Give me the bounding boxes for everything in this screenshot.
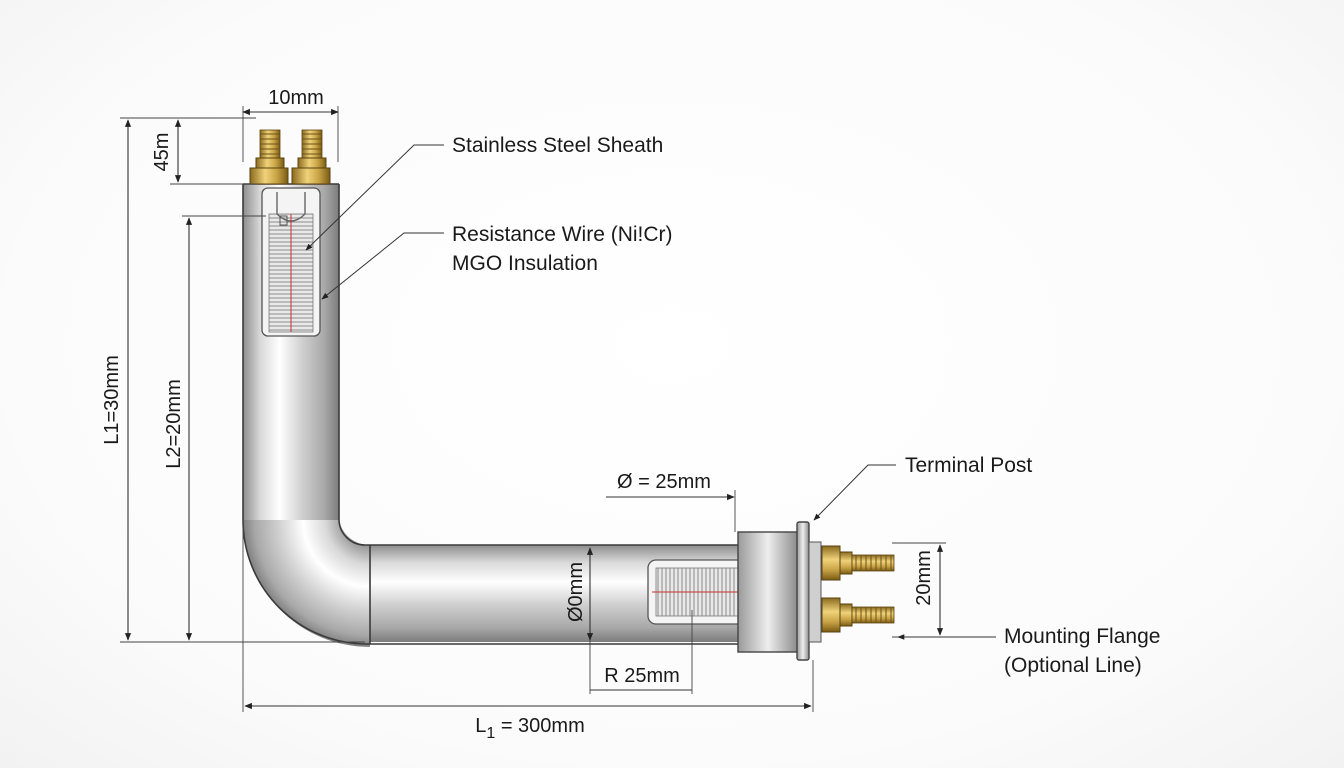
dim-pipe-diameter: Ø0mm <box>565 547 594 641</box>
dim-l1-vertical: L1=30mm <box>101 117 365 643</box>
dim-diameter-top: Ø = 25mm <box>606 471 736 532</box>
dim-radius: R 25mm <box>589 610 693 694</box>
label-terminal-post: Terminal Post <box>905 454 1032 477</box>
label-mounting-flange-note: (Optional Line) <box>1004 654 1142 677</box>
label-mgo-insulation: MGO Insulation <box>452 252 598 275</box>
dim-terminal-spacing-label: 20mm <box>913 550 935 606</box>
dim-l1-horizontal-label: L1 = 300mm <box>475 715 585 742</box>
dim-l2-vertical: L2=20mm <box>163 215 266 641</box>
top-terminal-right <box>291 129 331 185</box>
dim-top-gap-label: 10mm <box>268 87 324 109</box>
label-sheath: Stainless Steel Sheath <box>452 134 663 157</box>
dim-top-height: 45m <box>151 117 256 185</box>
top-terminal-posts <box>249 129 331 185</box>
dim-l1-horizontal: L1 = 300mm <box>242 520 814 742</box>
right-terminal-posts <box>821 545 895 633</box>
callout-resistance-wire: Resistance Wire (Ni!Cr) MGO Insulation <box>321 223 673 300</box>
label-resistance-wire: Resistance Wire (Ni!Cr) <box>452 223 673 246</box>
dim-pipe-diameter-label: Ø0mm <box>565 562 587 622</box>
tube-bend <box>243 520 370 647</box>
mounting-flange <box>796 521 810 661</box>
dim-l2-vertical-label: L2=20mm <box>163 379 185 469</box>
dim-diameter-top-label: Ø = 25mm <box>617 471 711 493</box>
terminal-post-lower <box>821 597 895 633</box>
top-cutaway <box>261 187 321 337</box>
terminal-post-upper <box>821 545 895 581</box>
dim-top-height-label: 45m <box>151 133 173 172</box>
callout-terminal-post: Terminal Post <box>813 454 1032 521</box>
dim-terminal-spacing: 20mm <box>892 542 946 638</box>
top-terminal-left <box>249 129 289 185</box>
dim-radius-label: R 25mm <box>604 665 680 687</box>
callout-mounting-flange: Mounting Flange (Optional Line) <box>897 625 1160 677</box>
terminal-housing <box>737 521 822 661</box>
label-mounting-flange: Mounting Flange <box>1004 625 1160 648</box>
dim-top-gap: 10mm <box>242 87 339 162</box>
callout-sheath: Stainless Steel Sheath <box>305 134 663 251</box>
dim-l1-vertical-label: L1=30mm <box>101 355 123 445</box>
